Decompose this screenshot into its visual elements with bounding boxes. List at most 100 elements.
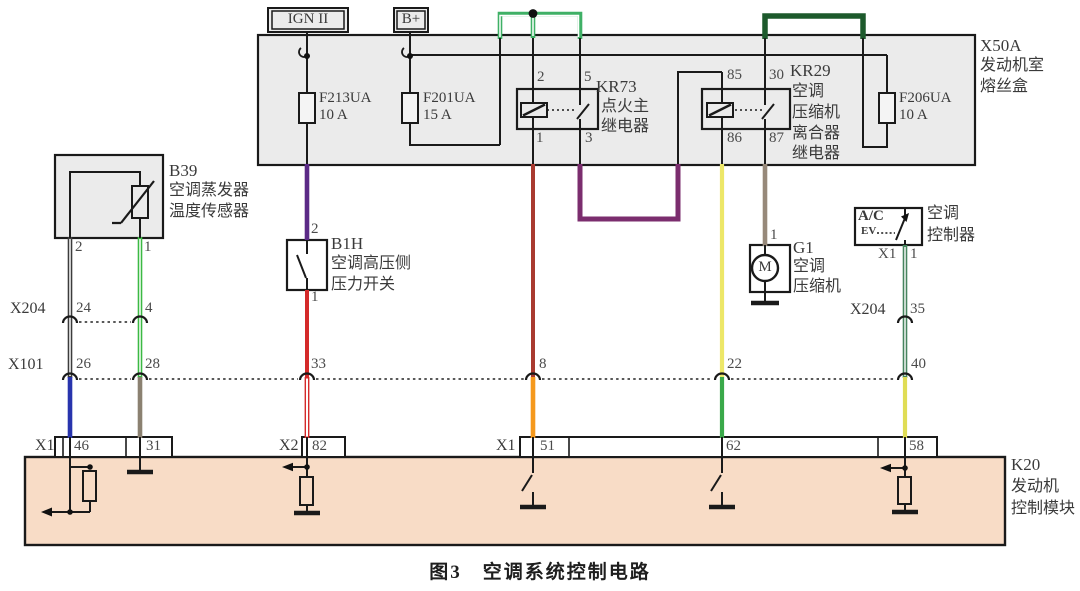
k20-module-box bbox=[23, 455, 1007, 547]
conn-pin-31: 31 bbox=[146, 438, 161, 454]
x101-pin-26: 26 bbox=[76, 356, 91, 372]
b1h-name-1: 空调高压侧 bbox=[331, 255, 412, 272]
conn-pin-82: 82 bbox=[312, 438, 327, 454]
fuse-f201-rating: 15 A bbox=[423, 107, 452, 123]
g1-name-2: 压缩机 bbox=[793, 278, 842, 295]
signal-arrow-icon bbox=[41, 507, 52, 517]
signal-arrow-icon bbox=[282, 462, 293, 472]
ac-controller-box bbox=[853, 206, 924, 247]
conn-x2-label: X2 bbox=[279, 437, 299, 454]
wire-kr29-feed-loop bbox=[762, 13, 866, 39]
relay-kr29-coil-icon bbox=[706, 102, 734, 118]
connector-pin-arc-icon bbox=[131, 315, 149, 324]
kr29-id: KR29 bbox=[790, 61, 831, 80]
fusebox-x50a-box bbox=[256, 33, 977, 167]
g1-id: G1 bbox=[793, 238, 814, 257]
fuse-f201ua-icon bbox=[401, 92, 419, 124]
b39-name-1: 空调蒸发器 bbox=[169, 182, 250, 199]
b39-pin-2: 2 bbox=[75, 239, 83, 255]
kr29-name-2: 压缩机 bbox=[792, 104, 841, 121]
fuse-f206-id: F206UA bbox=[899, 90, 952, 106]
ac-connector-right: 1 bbox=[910, 246, 918, 262]
signal-arrow-icon bbox=[880, 463, 891, 473]
fuse-f213-id: F213UA bbox=[319, 90, 372, 106]
conn-x1-right-label: X1 bbox=[496, 437, 516, 454]
ign-source-box-inner bbox=[271, 10, 345, 30]
conn-pin-58: 58 bbox=[909, 438, 924, 454]
k20-name-1: 发动机 bbox=[1011, 478, 1060, 495]
resistor-icon bbox=[897, 476, 912, 505]
b39-pin-1: 1 bbox=[144, 239, 152, 255]
x101-pin-22: 22 bbox=[727, 356, 742, 372]
kr29-pin-87: 87 bbox=[769, 130, 784, 146]
g1-name-1: 空调 bbox=[793, 258, 826, 275]
k20-id: K20 bbox=[1011, 455, 1041, 474]
kr29-name-3: 离合器 bbox=[792, 125, 841, 142]
connector-pin-arc-icon bbox=[131, 372, 149, 381]
ac-switch-arrow-icon bbox=[901, 213, 909, 222]
x50a-id: X50A bbox=[980, 36, 1022, 55]
relay-kr73-outline bbox=[515, 87, 600, 131]
x204-pin-24: 24 bbox=[76, 300, 91, 316]
kr73-id: KR73 bbox=[596, 77, 637, 96]
kr29-name-4: 继电器 bbox=[792, 145, 841, 162]
connector-pin-arc-icon bbox=[896, 315, 914, 324]
relay-kr73-contact-icon bbox=[576, 38, 590, 164]
fuse-f206-rating: 10 A bbox=[899, 107, 928, 123]
x204-left-label: X204 bbox=[10, 300, 46, 317]
bplus-source-box bbox=[393, 7, 429, 33]
bplus-source-label: B+ bbox=[401, 11, 421, 27]
fuse-f213-rating: 10 A bbox=[319, 107, 348, 123]
k20-name-2: 控制模块 bbox=[1011, 500, 1076, 517]
x204-pin-4: 4 bbox=[145, 300, 153, 316]
b39-id: B39 bbox=[169, 161, 198, 180]
connector-x2-box bbox=[301, 436, 346, 458]
circuit-lines bbox=[41, 32, 918, 517]
b1h-pin-2: 2 bbox=[311, 221, 319, 237]
wire-kr73-kr29-bridge-violet bbox=[577, 164, 681, 222]
kr73-pin-1: 1 bbox=[536, 130, 544, 146]
fuse-f201-id: F201UA bbox=[423, 90, 476, 106]
b1h-switch-icon bbox=[296, 240, 308, 290]
ac-name-2: 控制器 bbox=[927, 227, 976, 244]
connector-pin-arc-icon bbox=[61, 372, 79, 381]
b39-name-2: 温度传感器 bbox=[169, 203, 250, 220]
relay-kr29-contact-icon bbox=[761, 38, 775, 164]
ecu-switch-icon bbox=[521, 457, 534, 505]
kr29-pin-85: 85 bbox=[727, 67, 742, 83]
fuse-f206ua-icon bbox=[878, 92, 896, 124]
conn-pin-46: 46 bbox=[74, 438, 89, 454]
b1h-pin-1: 1 bbox=[311, 289, 319, 305]
bplus-source-box-inner bbox=[396, 10, 426, 30]
kr73-pin-3: 3 bbox=[585, 130, 593, 146]
kr29-name-1: 空调 bbox=[792, 83, 825, 100]
ign-source-label: IGN II bbox=[287, 11, 329, 27]
kr73-name-2: 继电器 bbox=[601, 118, 650, 135]
x204-pin-35: 35 bbox=[910, 301, 925, 317]
conn-x1-left-label: X1 bbox=[35, 437, 55, 454]
connector-symbols bbox=[61, 315, 914, 381]
connector-pin-arc-icon bbox=[896, 372, 914, 381]
splice-dotted-lines bbox=[79, 321, 896, 380]
kr73-pin-5: 5 bbox=[584, 69, 592, 85]
x50a-name-2: 熔丝盒 bbox=[980, 78, 1029, 95]
g1-pin-1: 1 bbox=[770, 227, 778, 243]
conn-pin-62: 62 bbox=[726, 438, 741, 454]
ac-switch-label: A/C bbox=[858, 208, 884, 224]
kr73-name-1: 点火主 bbox=[601, 98, 650, 115]
figure-caption: 图3 空调系统控制电路 bbox=[429, 562, 651, 583]
conn-pin-51: 51 bbox=[540, 438, 555, 454]
connector-x1-left-box bbox=[54, 436, 173, 458]
x101-label: X101 bbox=[8, 356, 44, 373]
connector-pin-arc-icon bbox=[524, 372, 542, 381]
resistor-icon bbox=[299, 476, 314, 506]
connector-pin-arc-icon bbox=[713, 372, 731, 381]
kr29-pin-86: 86 bbox=[727, 130, 742, 146]
junction-dot bbox=[528, 9, 538, 18]
connector-pin-arc-icon bbox=[61, 315, 79, 324]
kr73-pin-2: 2 bbox=[537, 69, 545, 85]
connector-x1-right-box bbox=[519, 436, 938, 458]
fuse-f213ua-icon bbox=[298, 92, 316, 124]
